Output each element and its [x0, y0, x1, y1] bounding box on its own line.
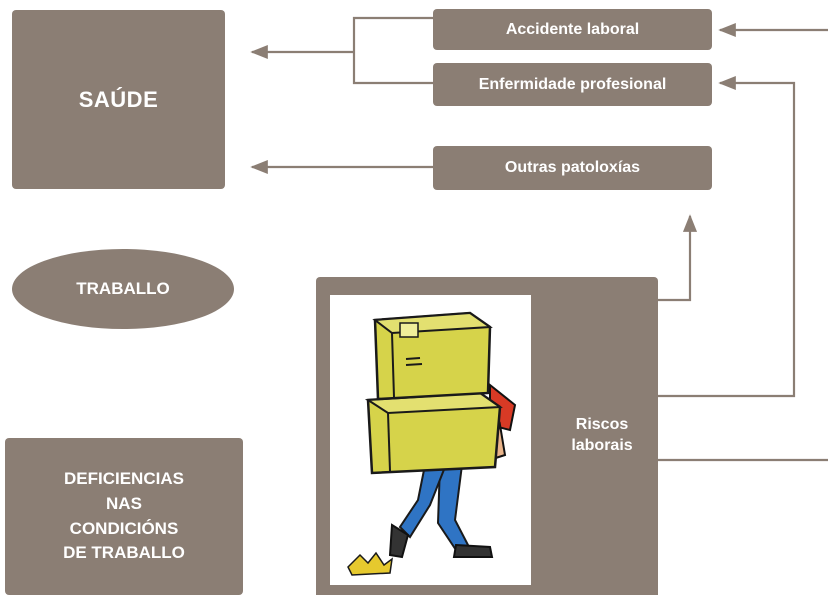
- deficiencias-box: DEFICIENCIAS NAS CONDICIÓNS DE TRABALLO: [5, 438, 243, 595]
- worker-illustration: [330, 295, 531, 585]
- saude-box: SAÚDE: [12, 10, 225, 189]
- saude-label: SAÚDE: [78, 86, 159, 112]
- worker-carrying-boxes-icon: [347, 311, 517, 576]
- accidente-laboral-box: Accidente laboral: [433, 9, 712, 50]
- riscos-laborais-label: Riscos laborais: [571, 416, 633, 454]
- arrow-riscos-to-enfermidade: [658, 75, 796, 398]
- arrow-riscos-to-outras: [658, 214, 698, 302]
- outras-patoloxias-box: Outras patoloxías: [433, 146, 712, 190]
- arrow-accidente-bracket: [352, 16, 433, 85]
- traballo-label: TRABALLO: [76, 279, 170, 299]
- deficiencias-label: DEFICIENCIAS NAS CONDICIÓNS DE TRABALLO: [63, 469, 185, 563]
- outras-patoloxias-label: Outras patoloxías: [504, 159, 641, 176]
- enfermidade-profesional-label: Enfermidade profesional: [478, 75, 667, 93]
- traballo-ellipse: TRABALLO: [12, 249, 234, 329]
- accidente-laboral-label: Accidente laboral: [505, 20, 640, 38]
- enfermidade-profesional-box: Enfermidade profesional: [433, 63, 712, 106]
